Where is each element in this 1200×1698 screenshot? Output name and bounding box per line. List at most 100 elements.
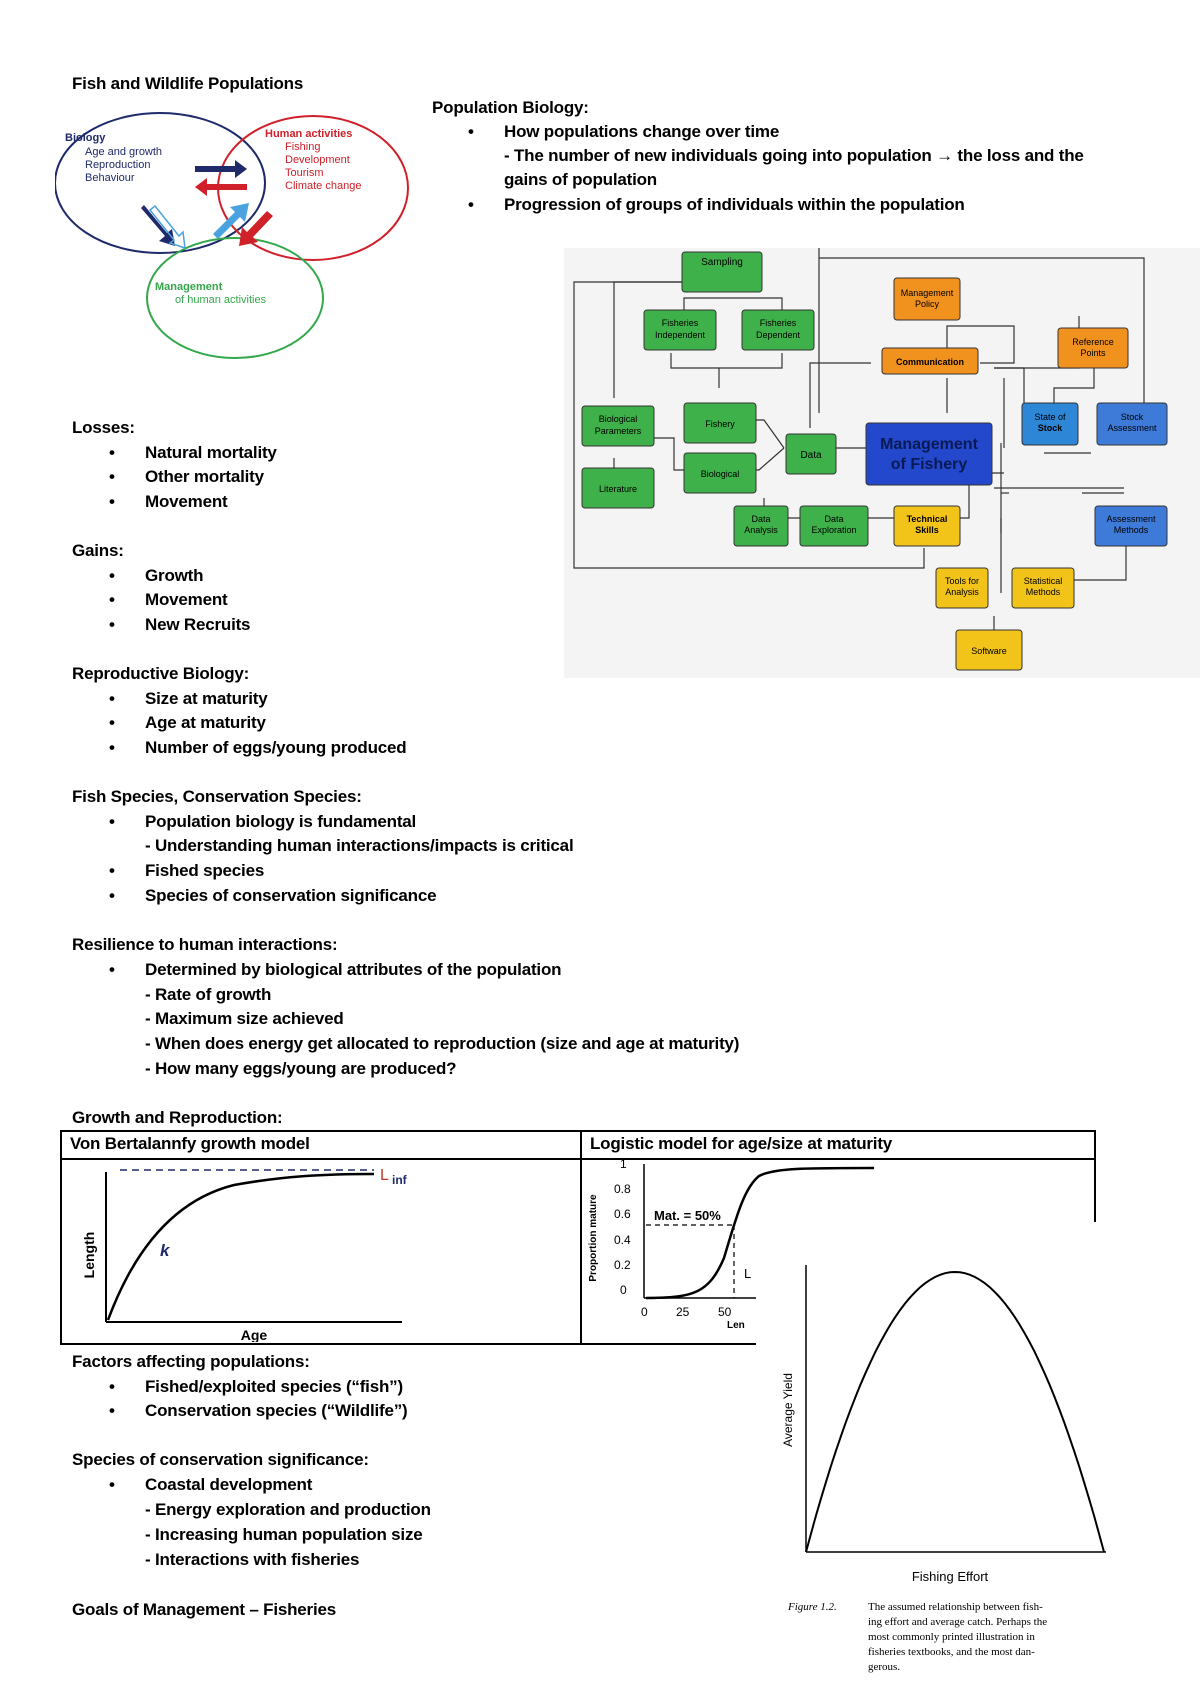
svg-text:of Fishery: of Fishery <box>891 456 968 473</box>
list-item: •Size at maturity <box>109 689 268 708</box>
flow-box: Tools for Analysis <box>935 567 989 609</box>
list-item-text: How populations change over time <box>504 122 780 141</box>
list-item-text: Fished/exploited species (“fish”) <box>145 1377 403 1396</box>
management-sub: of human activities <box>175 294 267 306</box>
svg-text:Literature: Literature <box>599 484 637 494</box>
list-item-text: Growth <box>145 566 204 585</box>
svg-text:Methods: Methods <box>1114 525 1149 535</box>
arrow-left-icon <box>195 178 247 196</box>
resilience-heading: Resilience to human interactions: <box>72 935 338 954</box>
management-title: Management <box>155 281 223 293</box>
list-item: •Species of conservation significance <box>109 886 437 905</box>
maturity-annotation: Mat. = 50% <box>654 1208 721 1223</box>
svg-text:Dependent: Dependent <box>756 330 801 340</box>
svg-text:Parameters: Parameters <box>595 426 642 436</box>
list-item-text: Population biology is fundamental <box>145 812 417 831</box>
list-item-sub: - Interactions with fisheries <box>145 1550 360 1569</box>
column-header: Logistic model for age/size at maturity <box>590 1134 893 1153</box>
flow-box: Biological <box>683 452 757 494</box>
y-tick: 0.6 <box>614 1207 631 1221</box>
list-item-text: Other mortality <box>145 467 264 486</box>
flow-box: Stock Assessment <box>1096 402 1168 446</box>
caption-line: ing effort and average catch. Perhaps th… <box>868 1616 1048 1628</box>
yield-figure <box>756 1222 1136 1692</box>
flow-box: Communication <box>881 347 979 375</box>
svg-text:Policy: Policy <box>915 299 940 309</box>
y-axis-label: Length <box>81 1232 97 1279</box>
x-tick: 25 <box>676 1305 690 1319</box>
list-item-text: Coastal development <box>145 1475 313 1494</box>
svg-text:Analysis: Analysis <box>744 525 778 535</box>
list-item: •Population biology is fundamental <box>109 812 417 831</box>
fishery-management-flowchart: Sampling Fisheries Independent Fisheries… <box>564 248 1200 678</box>
list-item-text: New Recruits <box>145 615 251 634</box>
flow-box: Management Policy <box>893 277 961 321</box>
list-item-sub: - The number of new individuals going in… <box>504 146 1084 165</box>
flow-box: Management of Fishery <box>865 422 993 486</box>
svg-text:Communication: Communication <box>896 357 964 367</box>
flow-box: Software <box>955 629 1023 671</box>
human-item: Development <box>285 154 350 166</box>
flow-box: Fisheries Independent <box>643 309 717 351</box>
flow-box: Data Analysis <box>733 505 789 547</box>
list-item-text: Size at maturity <box>145 689 268 708</box>
svg-text:Fisheries: Fisheries <box>760 318 797 328</box>
svg-text:Biological: Biological <box>701 469 740 479</box>
flow-box: State of Stock <box>1021 402 1079 446</box>
svg-text:Skills: Skills <box>915 525 939 535</box>
svg-text:Data: Data <box>800 450 822 461</box>
table-divider <box>62 1158 1094 1160</box>
losses-heading: Losses: <box>72 418 135 437</box>
svg-text:Assessment: Assessment <box>1106 514 1156 524</box>
caption-line: The assumed relationship between fish- <box>868 1601 1043 1613</box>
list-item-sub: - Increasing human population size <box>145 1525 423 1544</box>
x-tick: 50 <box>718 1305 732 1319</box>
caption-line: most commonly printed illustration in <box>868 1631 1035 1643</box>
svg-text:Assessment: Assessment <box>1107 423 1157 433</box>
list-item-sub: - Understanding human interactions/impac… <box>145 836 574 855</box>
list-item-text: Movement <box>145 492 228 511</box>
flow-box: Biological Parameters <box>581 405 655 447</box>
y-axis-label: Average Yield <box>781 1373 795 1447</box>
management-circle <box>146 237 324 359</box>
y-tick: 0.4 <box>614 1233 631 1247</box>
y-tick: 1 <box>620 1158 627 1171</box>
list-item-sub: gains of population <box>504 170 657 189</box>
maturity-curve <box>645 1166 875 1300</box>
gains-heading: Gains: <box>72 541 124 560</box>
list-item: •Determined by biological attributes of … <box>109 960 562 979</box>
x-axis-label: Fishing Effort <box>912 1569 989 1584</box>
reproductive-heading: Reproductive Biology: <box>72 664 250 683</box>
list-item: •Movement <box>109 492 228 511</box>
page-title: Fish and Wildlife Populations <box>72 74 304 93</box>
list-item: •Coastal development <box>109 1475 313 1494</box>
human-item: Fishing <box>285 141 320 153</box>
flow-box: Reference Points <box>1057 327 1129 369</box>
table-divider <box>580 1132 582 1343</box>
list-item-sub: - How many eggs/young are produced? <box>145 1059 457 1078</box>
list-item: •Age at maturity <box>109 713 266 732</box>
growth-curve <box>106 1172 375 1321</box>
biology-title: Biology <box>65 132 106 144</box>
svg-text:Management: Management <box>880 436 978 453</box>
conservation-heading: Species of conservation significance: <box>72 1450 369 1469</box>
list-item: •Conservation species (“Wildlife”) <box>109 1401 408 1420</box>
list-item-text: Movement <box>145 590 228 609</box>
arrow-up-icon <box>148 204 186 250</box>
svg-text:Biological: Biological <box>599 414 638 424</box>
flow-box: Technical Skills <box>893 505 961 547</box>
svg-text:Fisheries: Fisheries <box>662 318 699 328</box>
y-tick: 0.8 <box>614 1182 631 1196</box>
svg-text:Data: Data <box>824 514 843 524</box>
y-tick: 0.2 <box>614 1258 631 1272</box>
y-tick: 0 <box>620 1283 627 1297</box>
arrow-up-icon <box>213 203 249 239</box>
flow-box: Literature <box>581 467 655 509</box>
list-item: •Number of eggs/young produced <box>109 738 407 757</box>
svg-text:Independent: Independent <box>655 330 706 340</box>
list-item: •How populations change over time <box>468 122 780 141</box>
list-item-sub: - Energy exploration and production <box>145 1500 431 1519</box>
svg-text:Management: Management <box>901 288 954 298</box>
list-item: •Progression of groups of individuals wi… <box>468 195 965 214</box>
svg-text:Methods: Methods <box>1026 587 1061 597</box>
